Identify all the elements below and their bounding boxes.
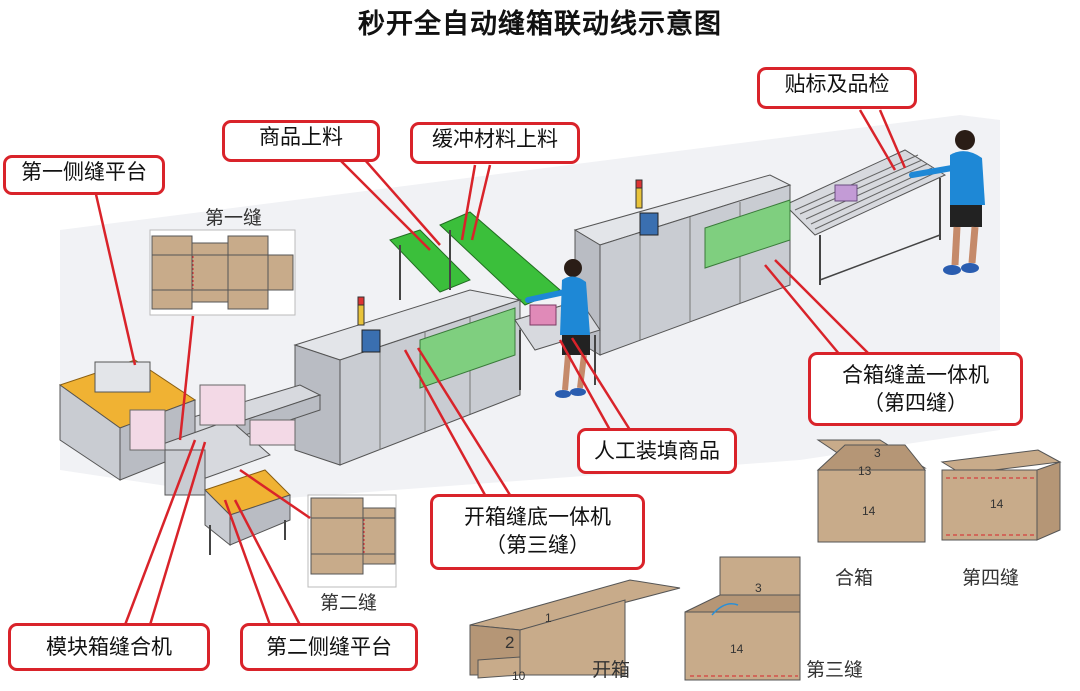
leader-product-feed-b	[364, 159, 441, 246]
worker-labeling	[909, 130, 985, 275]
callout-product-feed: 商品上料	[222, 120, 380, 162]
callout-first-side-platform: 第一侧缝平台	[3, 155, 165, 195]
leader-side-platform-2a	[223, 499, 272, 626]
label-third-seam: 第三缝	[806, 659, 864, 681]
close-box-diagram: 3 13 14	[816, 439, 927, 543]
label-first-seam: 第一缝	[205, 207, 263, 229]
callout-closing-machine-line1: 合箱缝盖一体机	[842, 363, 989, 387]
diagram-title: 秒开全自动缝箱联动线示意图	[358, 9, 722, 40]
fourth-seam-box: 14	[940, 449, 1062, 541]
panel-number-third-front: 14	[730, 642, 744, 656]
callout-manual-fill: 人工装填商品	[577, 428, 737, 474]
leader-labeling-b	[878, 109, 907, 169]
panel-number-close-front: 14	[862, 504, 876, 518]
label-second-seam: 第二缝	[320, 592, 378, 614]
leader-closer-b	[774, 259, 871, 356]
leader-first-seam	[178, 315, 195, 441]
open-box-diagram: 1 2 10	[469, 579, 681, 683]
opener-control-panel	[361, 329, 381, 353]
roller-conveyor	[784, 149, 947, 285]
panel-number-open-top: 1	[545, 611, 552, 625]
module-stitching-machine	[129, 384, 296, 496]
callout-opening-machine-line2: （第三缝）	[485, 533, 590, 557]
callout-buffer-feed: 缓冲材料上料	[410, 122, 580, 164]
leader-buffer-feed-b	[470, 164, 492, 241]
leader-module-a	[123, 439, 197, 626]
leader-labeling-a	[858, 109, 897, 171]
panel-number-third-top: 3	[755, 581, 762, 595]
panel-number-fourth-front: 14	[990, 497, 1004, 511]
panel-number-open-bottom: 10	[512, 669, 526, 683]
leader-manual-fill-b	[570, 337, 632, 431]
first-seam-blank	[149, 229, 296, 316]
stacked-blanks	[199, 384, 246, 426]
panel-number-close-flap: 13	[858, 464, 872, 478]
callout-labeling-qc: 贴标及品检	[757, 67, 917, 109]
box-on-conveyor	[834, 184, 858, 202]
callout-opening-machine-line1: 开箱缝底一体机	[464, 505, 611, 529]
closer-control-panel	[639, 212, 659, 236]
leader-opener-b	[416, 347, 512, 496]
callout-closing-machine: 合箱缝盖一体机 （第四缝）	[808, 352, 1023, 426]
leader-buffer-feed-a	[460, 164, 477, 241]
leader-manual-fill-a	[558, 339, 612, 431]
label-fourth-seam: 第四缝	[962, 567, 1020, 589]
callout-second-side-platform: 第二侧缝平台	[240, 623, 418, 671]
box-being-filled	[529, 304, 557, 326]
leader-opener-a	[403, 349, 487, 496]
callout-module-machine: 模块箱缝合机	[8, 623, 210, 671]
panel-number-close-top: 3	[874, 446, 881, 460]
panel-number-open-side: 2	[505, 633, 514, 652]
leader-product-feed-a	[339, 159, 431, 251]
buffer-feed-conveyor	[439, 211, 561, 306]
third-seam-box: 3 14	[684, 556, 801, 681]
label-open-box: 开箱	[592, 659, 631, 681]
callout-leaders	[93, 109, 907, 626]
callout-closing-machine-line2: （第四缝）	[863, 391, 968, 415]
leader-module-b	[148, 441, 207, 626]
leader-side-platform-1	[93, 189, 137, 366]
leader-second-seam	[239, 468, 311, 520]
second-seam-blank	[307, 494, 397, 588]
callout-opening-machine: 开箱缝底一体机 （第三缝）	[430, 494, 645, 570]
leader-side-platform-2b	[233, 499, 302, 626]
leader-closer-a	[764, 264, 841, 356]
label-close-box: 合箱	[835, 567, 874, 589]
